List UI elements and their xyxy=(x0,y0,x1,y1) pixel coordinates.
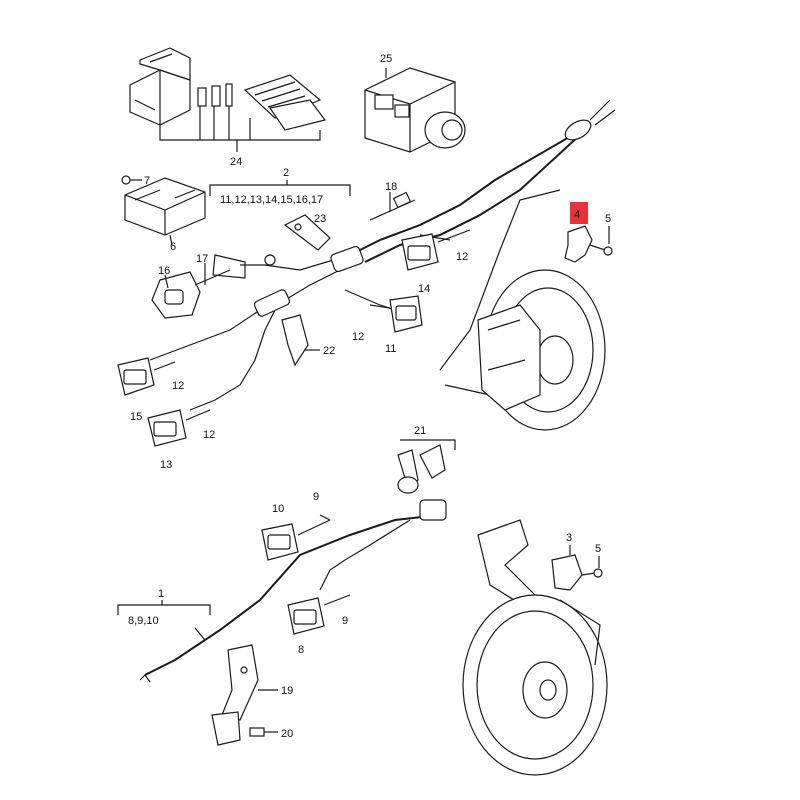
bracket-part-23 xyxy=(283,214,331,251)
callout-12-c: 12 xyxy=(352,331,364,343)
wheel-speed-sensor-part-4 xyxy=(564,225,613,263)
connector-part-13 xyxy=(147,409,211,447)
callout-14: 14 xyxy=(418,283,430,295)
wheel-speed-sensor-part-3 xyxy=(551,545,603,591)
callout-8: 8 xyxy=(298,644,304,656)
callout-5-b: 5 xyxy=(595,543,601,555)
callout-18: 18 xyxy=(385,181,397,193)
connector-part-11 xyxy=(369,295,423,333)
connector-part-8 xyxy=(287,594,351,635)
module-kit-part-24 xyxy=(129,47,327,152)
callout-16: 16 xyxy=(158,265,170,277)
callout-7: 7 xyxy=(144,175,150,187)
callout-20: 20 xyxy=(281,728,293,740)
callout-15: 15 xyxy=(130,411,142,423)
bolt-part-20 xyxy=(211,711,278,746)
bracket-part-19 xyxy=(221,644,278,721)
callout-19: 19 xyxy=(281,685,293,697)
callout-2: 2 xyxy=(283,167,289,179)
callout-22: 22 xyxy=(323,345,335,357)
callout-1-parts: 8,9,10 xyxy=(128,615,159,627)
callout-23: 23 xyxy=(314,213,326,225)
rear-brake-assembly xyxy=(439,189,606,431)
connector-part-17-16 xyxy=(151,269,231,319)
callout-21: 21 xyxy=(414,425,426,437)
callout-2-parts: 11,12,13,14,15,16,17 xyxy=(220,194,323,206)
callout-5-a: 5 xyxy=(605,213,611,225)
callout-9-a: 9 xyxy=(313,491,319,503)
control-unit-part-6 xyxy=(121,175,206,246)
callout-9-b: 9 xyxy=(342,615,348,627)
abs-unit-part-25 xyxy=(364,67,466,153)
callout-25: 25 xyxy=(380,53,392,65)
callout-3: 3 xyxy=(566,532,572,544)
highlight-box-4 xyxy=(570,202,588,224)
front-wiring-harness xyxy=(139,499,447,683)
front-brake-assembly xyxy=(462,519,608,776)
connector-part-10 xyxy=(261,519,331,561)
bracket-part-21 xyxy=(397,439,456,494)
callout-11: 11 xyxy=(385,343,396,355)
callout-12-a: 12 xyxy=(172,380,184,392)
clip-part-18 xyxy=(369,191,416,221)
callout-12-d: 12 xyxy=(456,251,468,263)
callout-4: 4 xyxy=(574,209,580,221)
connector-part-15 xyxy=(117,357,176,396)
rear-wiring-harness xyxy=(149,99,616,411)
callout-10: 10 xyxy=(272,503,284,515)
callout-13: 13 xyxy=(160,459,172,471)
callout-1: 1 xyxy=(158,588,164,600)
callout-6: 6 xyxy=(170,241,176,253)
bracket-part-22 xyxy=(281,314,320,367)
callout-17: 17 xyxy=(196,253,208,265)
callout-12-b: 12 xyxy=(203,429,215,441)
connector-part-14 xyxy=(401,229,471,271)
callout-24: 24 xyxy=(230,156,242,168)
